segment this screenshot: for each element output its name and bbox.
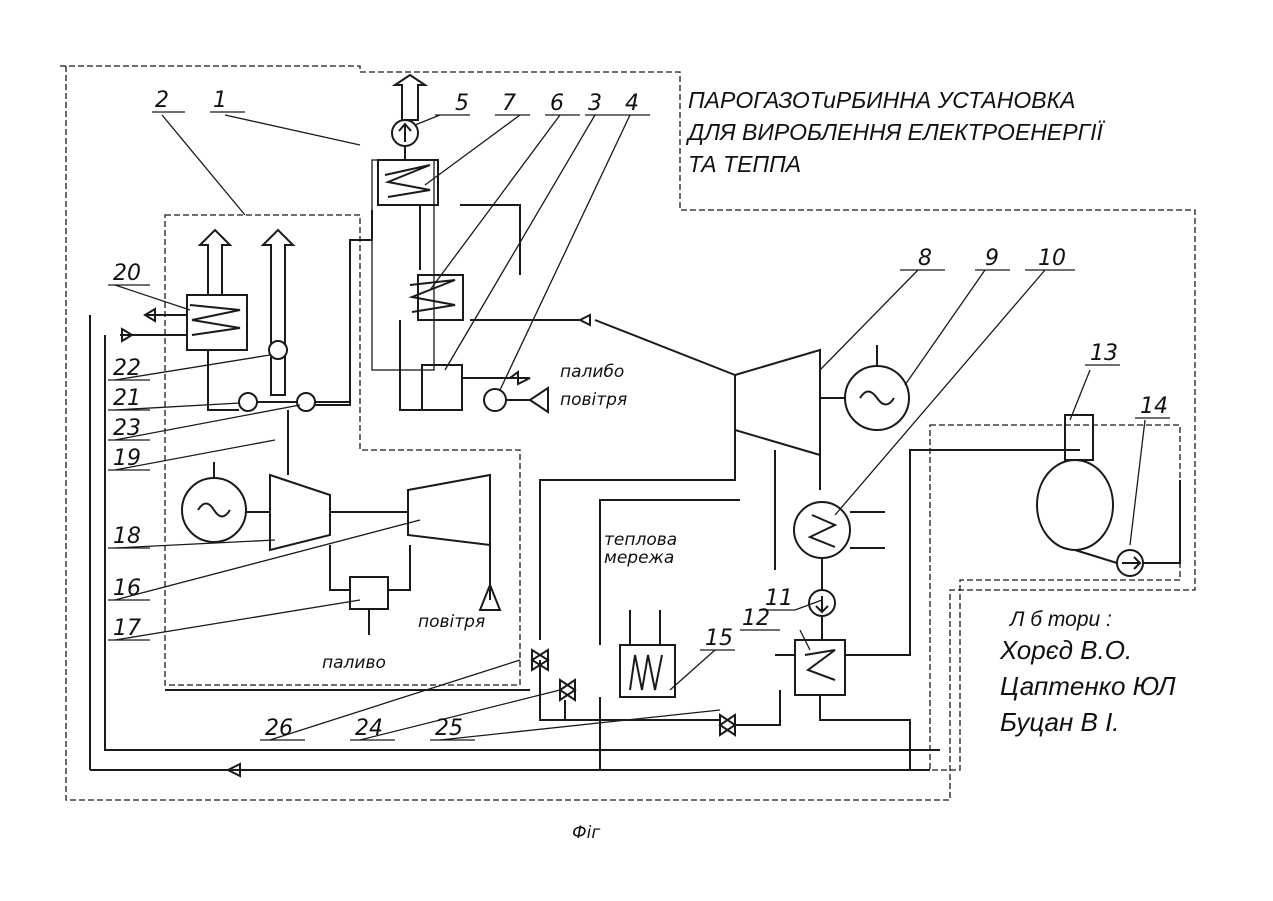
num-18: 18	[113, 524, 141, 549]
heater-15-coil	[630, 655, 662, 690]
title-line-3: ТА ТЕППА	[688, 148, 1248, 180]
compressor-16	[408, 475, 490, 545]
num-6: 6	[550, 91, 564, 116]
leader-lines	[115, 115, 1145, 740]
steam-turbine-8	[735, 350, 820, 455]
num-8: 8	[918, 246, 932, 271]
deaerator-13-head	[1065, 415, 1093, 460]
damper-23	[297, 393, 315, 411]
damper-21	[239, 393, 257, 411]
authors-block: Л б тори : Хорєд В.О. Цаптенко ЮЛ Буцан …	[1000, 608, 1260, 740]
title-line-1: ПАРОГАЗОТиРБИННА УСТАНОВКА	[688, 84, 1248, 116]
author-name: Хорєд В.О.	[1000, 632, 1260, 668]
num-5: 5	[455, 91, 469, 116]
valve-24	[560, 680, 575, 700]
heat-exchanger-12-coil	[805, 650, 835, 680]
num-4: 4	[625, 91, 639, 116]
num-15: 15	[705, 626, 733, 651]
author-name: Цаптенко ЮЛ	[1000, 668, 1260, 704]
author-name: Буцан В І.	[1000, 704, 1260, 740]
num-2: 2	[155, 88, 169, 113]
compressor-4	[484, 389, 506, 411]
num-17: 17	[113, 616, 141, 641]
superheater-6-coil	[410, 280, 455, 312]
deaerator-13-tank	[1037, 460, 1113, 550]
feed-to-turbine	[580, 315, 590, 325]
hrsg-piping	[300, 146, 580, 410]
num-16: 16	[113, 576, 141, 601]
valve-25	[720, 715, 735, 735]
num-12: 12	[742, 606, 770, 631]
stack-arrow-right	[263, 230, 293, 395]
damper-22	[269, 341, 287, 359]
num-14: 14	[1140, 394, 1168, 419]
gas-turbine-18	[270, 475, 330, 550]
combustor-17	[350, 577, 388, 609]
label-air-top: повітря	[560, 390, 627, 410]
num-21: 21	[113, 386, 141, 411]
condenser-10	[794, 502, 850, 558]
economizer-7-coil	[385, 165, 430, 197]
condenser-cooling	[850, 512, 885, 548]
hrsg-20-coil	[190, 305, 240, 335]
num-7: 7	[502, 91, 516, 116]
label-heat-network-2: мережа	[604, 548, 674, 568]
combustion-chamber-3	[422, 365, 462, 410]
num-10: 10	[1038, 246, 1066, 271]
num-24: 24	[355, 716, 383, 741]
label-fuel-top: палибо	[560, 362, 624, 382]
num-20: 20	[113, 261, 141, 286]
title-line-2: ДЛЯ ВИРОБЛЕННЯ ЕЛЕКТРОЕНЕРГІЇ	[688, 116, 1248, 148]
num-3: 3	[588, 91, 602, 116]
heater-15	[620, 645, 675, 697]
num-22: 22	[113, 356, 141, 381]
air-inlet-horn	[506, 388, 548, 412]
diagram-title: ПАРОГАЗОТиРБИННА УСТАНОВКА ДЛЯ ВИРОБЛЕНН…	[688, 84, 1248, 180]
num-23: 23	[113, 416, 141, 441]
authors-heading: Л б тори :	[1010, 608, 1260, 632]
label-heat-network-1: теплова	[604, 530, 677, 550]
hrsg-20-box	[187, 295, 247, 350]
label-air-bottom: повітря	[418, 612, 485, 632]
num-9: 9	[985, 246, 999, 271]
figure-signature: Фіг	[572, 823, 600, 843]
stack-arrow-left	[200, 230, 230, 295]
num-19: 19	[113, 446, 141, 471]
label-fuel-bottom: паливо	[322, 653, 386, 673]
num-1: 1	[213, 88, 227, 113]
num-13: 13	[1090, 341, 1118, 366]
exhaust-stack-arrow	[395, 75, 425, 120]
num-25: 25	[435, 716, 463, 741]
heat-exchanger-12	[795, 640, 845, 695]
num-26: 26	[265, 716, 293, 741]
hrsg-20-lines	[120, 315, 350, 475]
fuel-inlet-arrow	[462, 372, 530, 384]
